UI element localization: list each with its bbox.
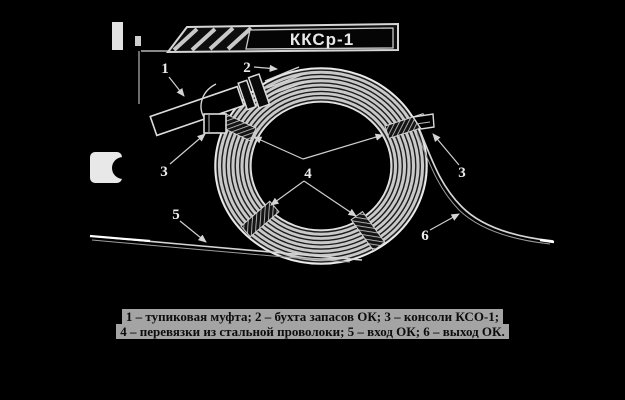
title-panel bbox=[245, 27, 394, 50]
coil-strands bbox=[216, 69, 426, 263]
leader-4-lower-left bbox=[270, 180, 305, 206]
callout-3-left: 3 bbox=[160, 164, 168, 180]
title-label: ККСр-1 bbox=[290, 30, 354, 49]
caption-line-1: 1 – тупиковая муфта; 2 – бухта запасов О… bbox=[121, 309, 504, 324]
sleeve-collar-outer bbox=[247, 73, 271, 109]
callout-6: 6 bbox=[421, 228, 429, 244]
coil-strand bbox=[225, 77, 417, 255]
coil-strand bbox=[220, 73, 422, 259]
callout-1: 1 bbox=[161, 61, 169, 77]
leader-6 bbox=[429, 213, 460, 231]
leader-4-upper-right bbox=[302, 133, 384, 160]
title-plate-hatch bbox=[172, 26, 253, 52]
callout-4: 4 bbox=[304, 166, 312, 182]
figure-caption: 1 – тупиковая муфта; 2 – бухта запасов О… bbox=[0, 309, 625, 339]
wire-tie-lower-left bbox=[240, 200, 280, 238]
callout-2: 2 bbox=[243, 60, 251, 76]
wall-stub bbox=[135, 36, 141, 46]
leader-4-upper-left bbox=[253, 136, 304, 160]
leader-3-right bbox=[432, 133, 460, 166]
caption-line-2: 4 – перевязки из стальной проволоки; 5 –… bbox=[116, 324, 509, 339]
coil-strand bbox=[238, 90, 404, 242]
console-side-profile bbox=[90, 152, 134, 183]
wall-post bbox=[112, 22, 123, 50]
wall-bracket bbox=[112, 22, 170, 104]
coil-strand bbox=[247, 99, 395, 233]
leader-5 bbox=[179, 220, 207, 243]
coil-inner-edge bbox=[250, 101, 392, 231]
leader-3-left bbox=[169, 133, 206, 165]
console-right bbox=[411, 113, 435, 130]
callout-numbers: 1 2 3 3 4 5 6 bbox=[160, 60, 466, 244]
sleeve-cable-ends bbox=[200, 66, 309, 121]
coil-strand bbox=[229, 82, 413, 250]
callout-5: 5 bbox=[172, 207, 180, 223]
coil-strand bbox=[234, 86, 408, 246]
leader-lines bbox=[168, 64, 460, 243]
callout-3-right: 3 bbox=[458, 165, 466, 181]
cable-out bbox=[416, 130, 555, 245]
sleeve-body bbox=[149, 85, 245, 137]
wire-tie-lower-right bbox=[350, 210, 386, 252]
dead-end-sleeve bbox=[149, 66, 309, 137]
title-plate: ККСр-1 bbox=[165, 22, 399, 54]
leader-4-lower-right bbox=[303, 180, 357, 217]
sleeve-collar-inner bbox=[237, 79, 257, 111]
console-left bbox=[203, 113, 227, 134]
coil-strand bbox=[216, 69, 426, 263]
coil-strand bbox=[243, 94, 399, 238]
leader-2 bbox=[253, 64, 278, 72]
leader-1 bbox=[168, 76, 185, 97]
cable-in bbox=[89, 234, 363, 263]
